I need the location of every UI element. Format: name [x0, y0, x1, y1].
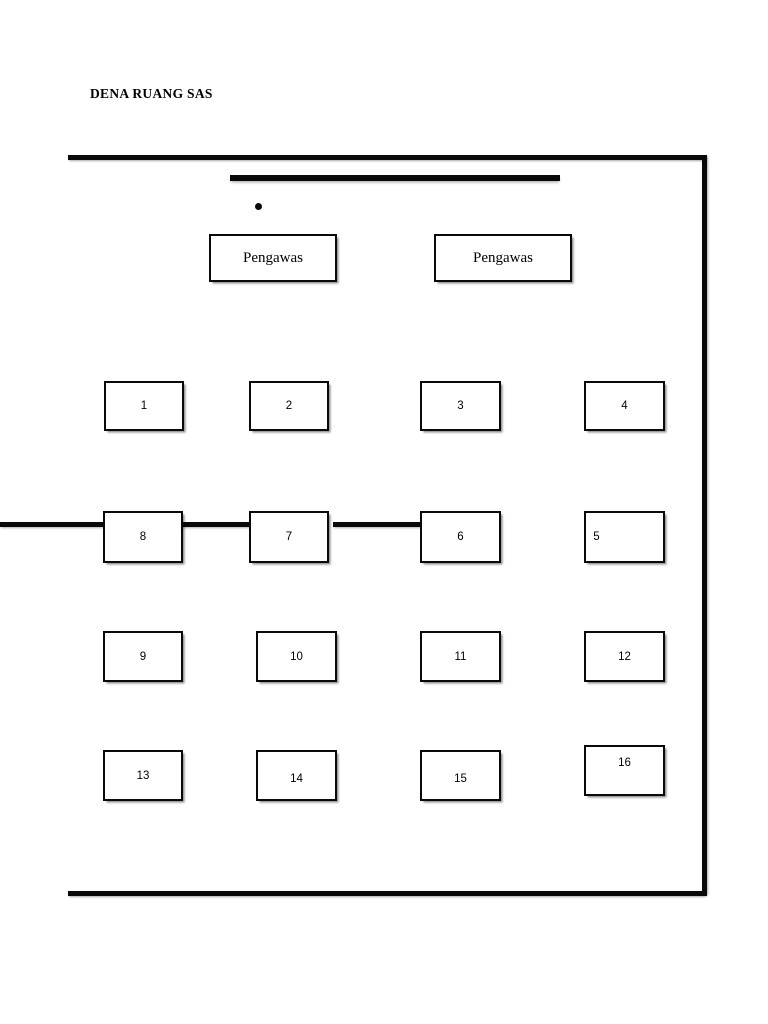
- aisle-connector-left: [0, 522, 108, 527]
- page-title: DENA RUANG SAS: [90, 86, 213, 101]
- seat-desk-7[interactable]: 7: [249, 511, 329, 563]
- supervisor-desk[interactable]: Pengawas: [209, 234, 337, 282]
- seat-number-label: 5: [593, 531, 600, 543]
- supervisor-desk-label: Pengawas: [243, 249, 303, 266]
- room-wall-right: [702, 155, 707, 896]
- seat-number-label: 1: [140, 400, 148, 412]
- seat-desk-1[interactable]: 1: [104, 381, 184, 431]
- seat-number-label: 13: [136, 769, 150, 782]
- seat-desk-4[interactable]: 4: [584, 381, 665, 431]
- seat-desk-9[interactable]: 9: [103, 631, 183, 682]
- seat-number-label: 11: [454, 650, 467, 663]
- seat-number-label: 8: [139, 531, 147, 543]
- seat-desk-12[interactable]: 12: [584, 631, 665, 682]
- seat-number-label: 6: [457, 531, 464, 543]
- seat-number-label: 3: [457, 400, 464, 412]
- seat-desk-5[interactable]: 5: [584, 511, 665, 563]
- aisle-connector-8-7: [180, 522, 254, 527]
- marker-dot-icon: [255, 203, 262, 210]
- room-wall-bottom: [68, 891, 707, 896]
- seat-number-label: 4: [621, 400, 628, 412]
- room-wall-top: [68, 155, 707, 160]
- seat-desk-14[interactable]: 14: [256, 750, 337, 801]
- whiteboard: [230, 175, 560, 181]
- seat-number-label: 14: [290, 772, 303, 785]
- seat-desk-3[interactable]: 3: [420, 381, 501, 431]
- seat-number-label: 16: [618, 756, 631, 769]
- seat-desk-13[interactable]: 13: [103, 750, 183, 801]
- seat-number-label: 9: [139, 650, 147, 663]
- aisle-connector-7-6: [333, 522, 425, 527]
- seat-desk-6[interactable]: 6: [420, 511, 501, 563]
- supervisor-desk[interactable]: Pengawas: [434, 234, 572, 282]
- seat-desk-11[interactable]: 11: [420, 631, 501, 682]
- seat-number-label: 2: [285, 400, 293, 412]
- seat-desk-2[interactable]: 2: [249, 381, 329, 431]
- seat-desk-16[interactable]: 16: [584, 745, 665, 796]
- seat-number-label: 12: [618, 650, 631, 663]
- seat-desk-10[interactable]: 10: [256, 631, 337, 682]
- seat-desk-8[interactable]: 8: [103, 511, 183, 563]
- seat-desk-15[interactable]: 15: [420, 750, 501, 801]
- seat-number-label: 15: [454, 772, 467, 785]
- seat-number-label: 7: [285, 531, 293, 543]
- seat-number-label: 10: [290, 650, 303, 663]
- supervisor-desk-label: Pengawas: [473, 249, 533, 266]
